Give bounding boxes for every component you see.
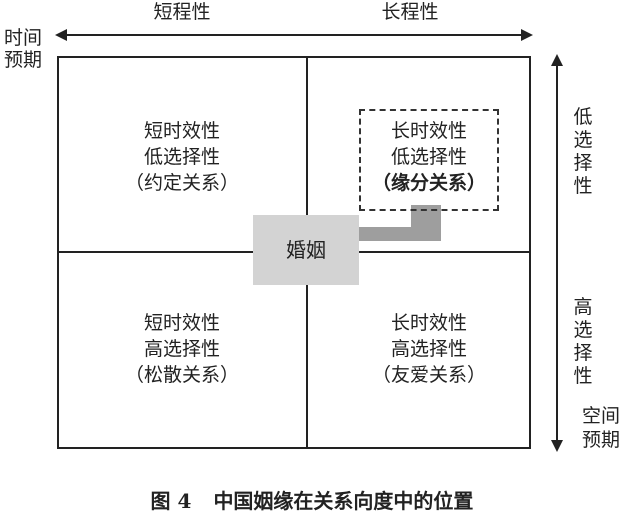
quadrant-text-line: （约定关系）: [124, 172, 239, 194]
quadrant-bottom-right: 长时效性 高选择性 （友爱关系）: [314, 310, 544, 388]
time-expectation-label: 时间 预期: [4, 27, 48, 71]
space-axis-bottom-head: [551, 440, 563, 452]
quadrant-bottom-left: 短时效性 高选择性 （松散关系）: [67, 310, 297, 388]
vertical-char: 性: [573, 365, 593, 387]
low-selectivity-label: 低 选 择 性: [568, 106, 598, 198]
space-expectation-label: 空间 预期: [578, 404, 624, 452]
quadrant-text-line: 短时效性: [143, 120, 220, 142]
vertical-char: 选: [573, 319, 593, 341]
short-term-label: 短程性: [153, 1, 211, 23]
vertical-char: 性: [573, 175, 593, 197]
time-axis-left-head: [55, 29, 67, 41]
quadrant-text-line: 长时效性: [390, 312, 467, 334]
space-expectation-line1: 空间: [581, 405, 620, 427]
dashed-highlight-box: [359, 109, 499, 211]
vertical-char: 高: [573, 296, 593, 318]
quadrant-text-line: （松散关系）: [124, 364, 239, 386]
quadrant-text-line-emphasis: （缘分关系）: [371, 172, 486, 194]
quadrant-top-left: 短时效性 低选择性 （约定关系）: [67, 118, 297, 196]
figure-number: 图 4: [150, 489, 192, 513]
long-term-label: 长程性: [381, 1, 439, 23]
marriage-box: 婚姻: [253, 215, 359, 285]
vertical-char: 低: [573, 106, 593, 128]
quadrant-text-line: （友爱关系）: [371, 364, 486, 386]
time-expectation-line2: 预期: [4, 49, 43, 71]
space-expectation-line2: 预期: [581, 429, 620, 451]
gray-bent-arrow: [338, 205, 441, 248]
vertical-char: 择: [573, 342, 593, 364]
vertical-char: 择: [573, 152, 593, 174]
quadrant-text-line: 高选择性: [143, 338, 220, 360]
quadrant-text-line: 长时效性: [390, 120, 467, 142]
quadrant-text-line: 低选择性: [390, 146, 467, 168]
quadrant-text-line: 高选择性: [390, 338, 467, 360]
quadrant-text-line: 短时效性: [143, 312, 220, 334]
figure-caption: 图 4 中国姻缘在关系向度中的位置: [0, 487, 624, 515]
quadrant-top-right: 长时效性 低选择性 （缘分关系）: [314, 118, 544, 196]
high-selectivity-label: 高 选 择 性: [568, 296, 598, 388]
figure-caption-text: 中国姻缘在关系向度中的位置: [213, 489, 474, 513]
vertical-char: 选: [573, 129, 593, 151]
time-expectation-line1: 时间: [4, 27, 43, 49]
quadrant-text-line: 低选择性: [143, 146, 220, 168]
space-axis-top-head: [551, 54, 563, 66]
time-axis-right-head: [521, 29, 533, 41]
